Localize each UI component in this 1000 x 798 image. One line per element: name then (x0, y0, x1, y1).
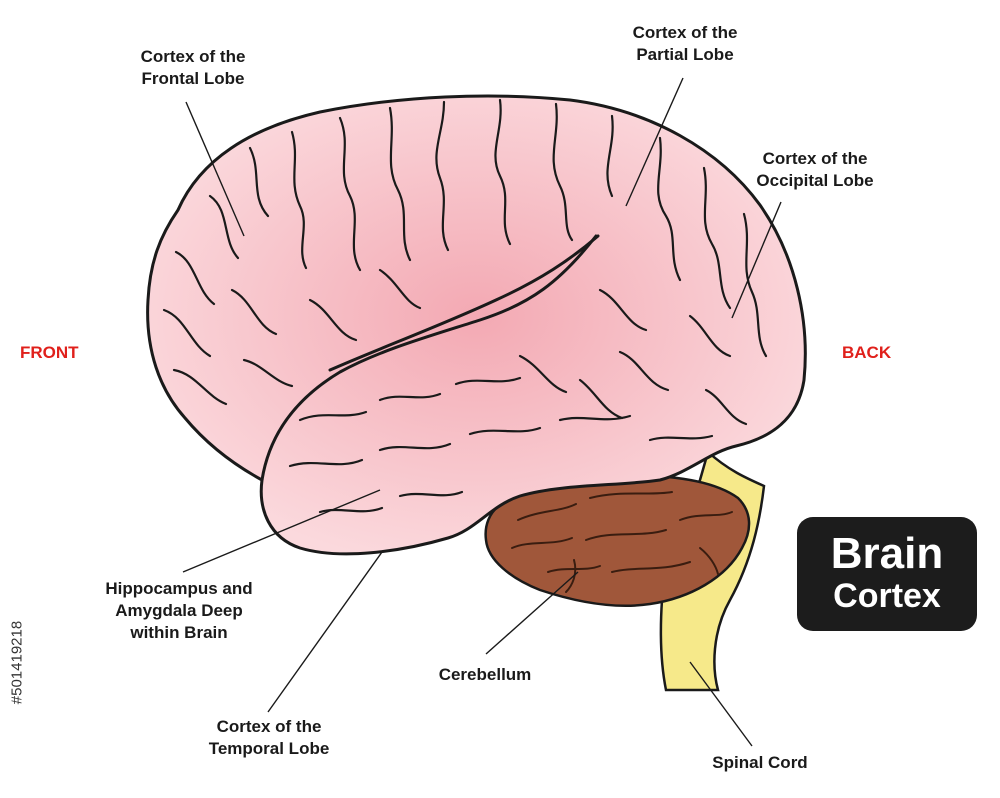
label-occipital-lobe: Cortex of the Occipital Lobe (756, 149, 874, 190)
label-cerebellum: Cerebellum (438, 665, 532, 684)
direction-front: FRONT (20, 343, 79, 362)
title-box: Brain Cortex (797, 517, 977, 631)
leader-temporal (267, 551, 383, 713)
temporal-lobe-outline (260, 234, 598, 482)
label-frontal-lobe: Cortex of the Frontal Lobe (140, 47, 246, 88)
leader-frontal (185, 101, 245, 237)
leader-hippocampus (182, 489, 381, 573)
leader-parietal (625, 77, 684, 207)
leader-lines (182, 77, 782, 747)
title-line-2: Cortex (833, 577, 941, 615)
sylvian-fissure (328, 234, 600, 372)
cerebellum-folds (511, 491, 733, 593)
direction-back: BACK (842, 343, 892, 362)
title-line-1: Brain (830, 529, 944, 578)
stock-watermark-id: #501419218 (8, 620, 26, 705)
leader-spinal-cord (689, 661, 753, 747)
gyri-lines (162, 98, 768, 514)
label-temporal-lobe: Cortex of the Temporal Lobe (208, 717, 330, 758)
leader-cerebellum (485, 571, 579, 655)
cerebrum-shape (146, 94, 807, 556)
leader-occipital (731, 201, 782, 319)
label-hippocampus: Hippocampus and Amygdala Deep within Bra… (105, 579, 253, 642)
label-spinal-cord: Spinal Cord (712, 753, 808, 772)
label-parietal-lobe: Cortex of the Partial Lobe (632, 23, 738, 64)
